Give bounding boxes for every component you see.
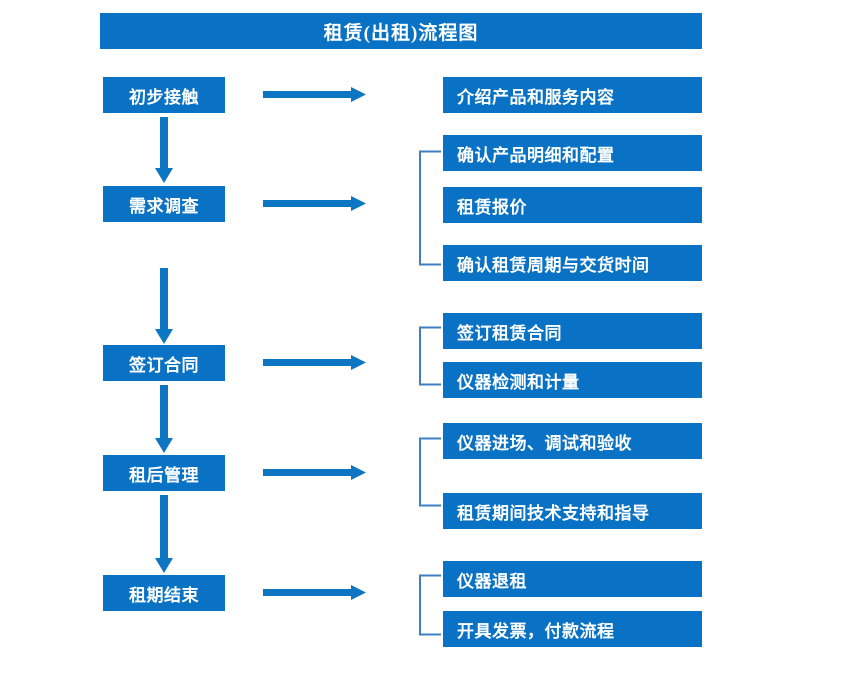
horizontal-arrow-2	[263, 193, 368, 215]
horizontal-arrow-1	[263, 84, 368, 106]
detail-box-7[interactable]: 仪器进场、调试和验收	[443, 423, 702, 459]
stage-box-2[interactable]: 需求调查	[103, 186, 225, 222]
vertical-arrow-3-to-4	[153, 385, 175, 455]
horizontal-arrow-3	[263, 352, 368, 374]
stage-box-1[interactable]: 初步接触	[103, 77, 225, 113]
vertical-arrow-1-to-2	[153, 117, 175, 185]
detail-box-4[interactable]: 确认租赁周期与交货时间	[443, 245, 702, 281]
detail-box-9[interactable]: 仪器退租	[443, 561, 702, 597]
detail-box-8[interactable]: 租赁期间技术支持和指导	[443, 493, 702, 529]
vertical-arrow-4-to-5	[153, 495, 175, 575]
group-bracket-4	[418, 437, 442, 507]
flowchart-title: 租赁(出租)流程图	[100, 13, 702, 49]
vertical-arrow-2-to-3	[153, 268, 175, 346]
detail-box-3[interactable]: 租赁报价	[443, 187, 702, 223]
group-bracket-3	[418, 326, 442, 386]
detail-box-6[interactable]: 仪器检测和计量	[443, 362, 702, 398]
detail-box-2[interactable]: 确认产品明细和配置	[443, 135, 702, 171]
group-bracket-2	[418, 150, 442, 266]
horizontal-arrow-4	[263, 462, 368, 484]
horizontal-arrow-5	[263, 582, 368, 604]
stage-box-5[interactable]: 租期结束	[103, 575, 225, 611]
detail-box-5[interactable]: 签订租赁合同	[443, 313, 702, 349]
group-bracket-5	[418, 574, 442, 636]
stage-box-3[interactable]: 签订合同	[103, 345, 225, 381]
stage-box-4[interactable]: 租后管理	[103, 455, 225, 491]
detail-box-10[interactable]: 开具发票，付款流程	[443, 611, 702, 647]
detail-box-1[interactable]: 介绍产品和服务内容	[443, 77, 702, 113]
